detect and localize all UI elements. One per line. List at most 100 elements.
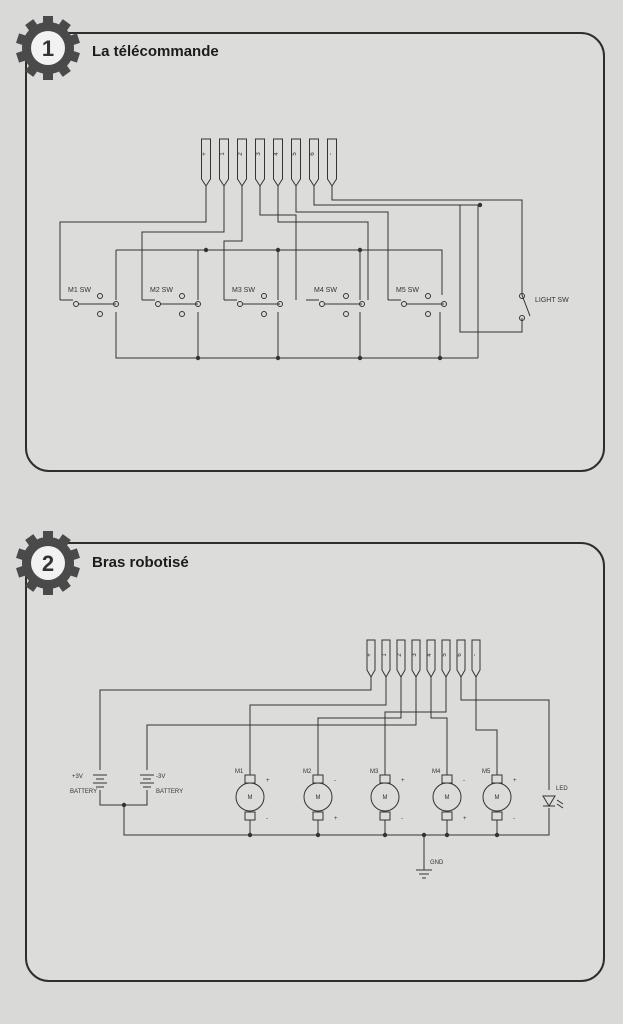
pin-label: 6 <box>457 653 463 657</box>
connector-pin <box>201 138 211 187</box>
wires-1 <box>59 186 531 359</box>
connector-pin <box>219 138 229 187</box>
pin-label: + <box>202 152 208 156</box>
battery-right-voltage: -3V <box>156 774 165 780</box>
connector-pin <box>291 138 301 187</box>
switch-label: M5 SW <box>396 287 419 294</box>
switch-contact <box>97 293 103 299</box>
switch-contact <box>179 293 185 299</box>
switch-contact <box>179 311 185 317</box>
motor-top-polarity: - <box>463 778 465 784</box>
connector-pin <box>381 639 391 679</box>
connector-pin <box>255 138 265 187</box>
led: LED <box>542 786 568 809</box>
motor-symbol <box>370 782 400 812</box>
switch-label: M1 SW <box>68 287 91 294</box>
connector-pin <box>237 138 247 187</box>
pin-label: - <box>328 153 334 155</box>
switch-contact <box>73 301 79 307</box>
junction-dot <box>275 355 281 361</box>
pin-label: + <box>367 653 373 657</box>
connector-pin <box>366 639 376 679</box>
motor-bottom-polarity: + <box>463 816 467 822</box>
connector-pin <box>411 639 421 679</box>
pin-label: 1 <box>220 152 226 156</box>
switch-contact <box>237 301 243 307</box>
light-switch-label: LIGHT SW <box>535 297 569 304</box>
connector-pin <box>327 138 337 187</box>
motor-symbol <box>432 782 462 812</box>
section-title-1: La télécommande <box>92 43 219 60</box>
robot-arm-panel <box>25 542 605 982</box>
junction-dot <box>382 832 388 838</box>
connector-pin <box>456 639 466 679</box>
pin-label: 2 <box>397 653 403 657</box>
motor-bottom-polarity: - <box>401 816 403 822</box>
pin-label: 5 <box>442 653 448 657</box>
battery-left-voltage: +3V <box>72 774 83 780</box>
battery-left-label: BATTERY <box>70 789 97 795</box>
motor-top-polarity: + <box>513 778 517 784</box>
motor-letter: M <box>495 795 500 801</box>
pin-label: 4 <box>274 152 280 156</box>
junction-dot <box>247 832 253 838</box>
connector-pin <box>273 138 283 187</box>
section-number-2: 2 <box>42 551 54 576</box>
switch-contact <box>155 301 161 307</box>
switch-label: M4 SW <box>314 287 337 294</box>
junction-dot <box>121 802 127 808</box>
switch-contact <box>261 311 267 317</box>
junction-dot <box>357 247 363 253</box>
motor-letter: M <box>248 795 253 801</box>
junction-dot <box>437 355 443 361</box>
switch-lever <box>388 299 444 305</box>
pin-label: 1 <box>382 653 388 657</box>
section-number-1: 1 <box>42 36 54 61</box>
junction-dot <box>421 832 427 838</box>
gear-badge-2-icon: 2 <box>16 531 80 595</box>
junction-dot <box>195 355 201 361</box>
junction-dot <box>494 832 500 838</box>
pin-label: 4 <box>427 653 433 657</box>
junction-dot <box>477 202 483 208</box>
switch-lever <box>224 299 280 305</box>
switch-lever <box>306 299 362 305</box>
gnd-label: GND <box>430 860 444 866</box>
switch-contact <box>401 301 407 307</box>
junction-dot <box>315 832 321 838</box>
switch-lever <box>142 299 198 305</box>
motor-top-polarity: + <box>266 778 270 784</box>
connector-pin <box>471 639 481 679</box>
motors: MM1+-MM2-+MM3+-MM4-+MM5+- <box>235 769 517 822</box>
motor-bottom-polarity: - <box>513 816 515 822</box>
junction-dot <box>203 247 209 253</box>
connector-pin <box>309 138 319 187</box>
connector-pin <box>396 639 406 679</box>
connector-pin <box>426 639 436 679</box>
pin-label: - <box>472 654 478 656</box>
batteries: +3V BATTERY -3V BATTERY <box>70 774 183 795</box>
motor-label: M5 <box>482 769 491 775</box>
switch-lever <box>60 299 116 305</box>
motor-letter: M <box>383 795 388 801</box>
switch-label: M3 SW <box>232 287 255 294</box>
switch-contact <box>319 301 325 307</box>
switch-contact <box>425 293 431 299</box>
pin-label: 2 <box>238 152 244 156</box>
motor-label: M3 <box>370 769 379 775</box>
motor-top-polarity: + <box>401 778 405 784</box>
led-label: LED <box>556 786 568 792</box>
switch-contact <box>261 293 267 299</box>
gear-badge-1-icon: 1 <box>16 16 80 80</box>
motor-bottom-polarity: - <box>266 816 268 822</box>
remote-control-panel <box>25 32 605 472</box>
pin-label: 3 <box>256 152 262 156</box>
pin-label: 6 <box>310 152 316 156</box>
motor-top-polarity: - <box>334 778 336 784</box>
motor-label: M1 <box>235 769 244 775</box>
motor-symbol <box>482 782 512 812</box>
